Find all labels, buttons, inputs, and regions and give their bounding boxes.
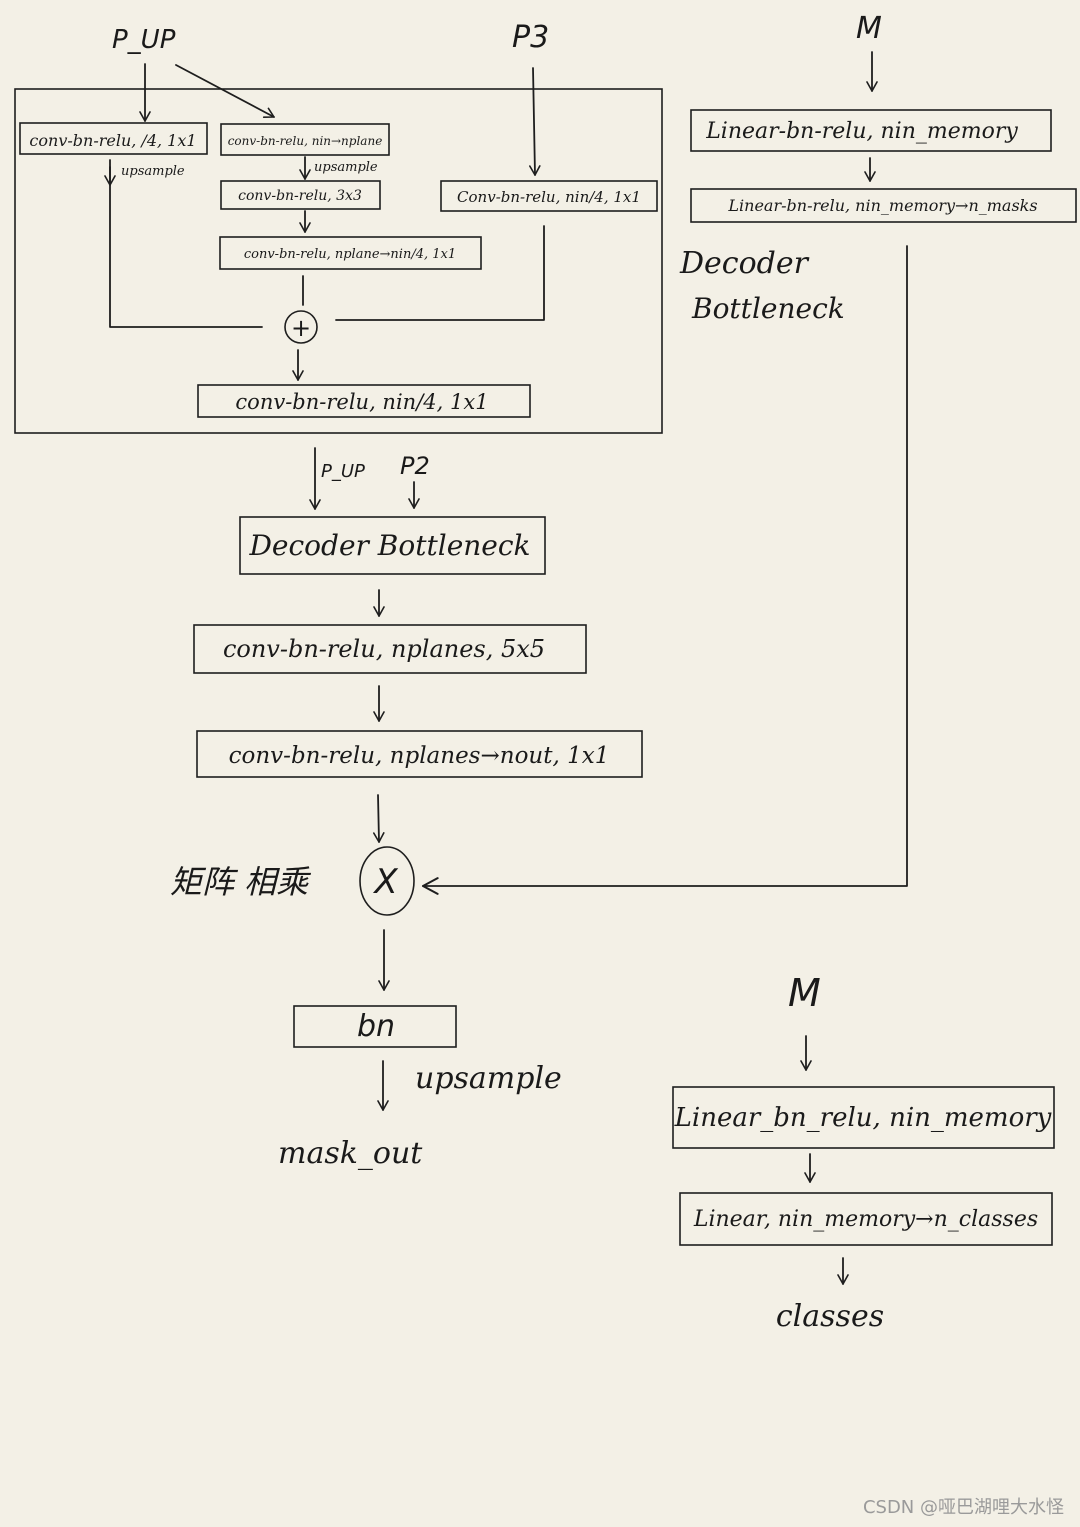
conv-1x1-label: conv-bn-relu, nplanes→nout, 1x1	[229, 743, 610, 769]
class-linear-box-1	[672, 1086, 1055, 1149]
classes-label: classes	[776, 1299, 884, 1334]
arrow-p3-to-right-conv	[529, 67, 541, 176]
bn-label: bn	[357, 1009, 395, 1044]
watermark: CSDN @哑巴湖哩大水怪	[863, 1497, 1064, 1518]
class-linear-box-1-label: Linear_bn_relu, nin_memory	[674, 1103, 1052, 1133]
upsample-main-label: upsample	[415, 1061, 562, 1096]
upsample-mid-label: upsample	[314, 160, 378, 175]
input-m-bottom-label: M	[788, 971, 821, 1015]
decoder-bottleneck-box	[239, 516, 546, 575]
input-p-up-lower-label: P_UP	[321, 461, 365, 482]
conv-box-mid-2	[220, 180, 381, 210]
conv-box-mid-1	[220, 123, 390, 156]
bn-box	[293, 1005, 457, 1048]
conv-box-mid-3-label: conv-bn-relu, nplane→nin/4, 1x1	[244, 247, 456, 262]
conv-box-mid-1-label: conv-bn-relu, nin→nplane	[228, 134, 383, 148]
input-p3-label: P3	[512, 20, 549, 55]
memory-linear-box-2-label: Linear-bn-relu, nin_memory→n_masks	[727, 196, 1037, 215]
line-left-to-plus	[109, 166, 263, 328]
bottleneck-caption-line2: Bottleneck	[691, 292, 845, 325]
bottleneck-caption-line1: Decoder	[679, 246, 810, 281]
conv-5x5-box	[193, 624, 587, 674]
line-memory-to-multiply	[421, 245, 908, 895]
multiply-sign: X	[372, 862, 398, 902]
conv-box-mid-2-label: conv-bn-relu, 3x3	[238, 188, 362, 204]
arrow-pup-to-mid-conv	[175, 64, 275, 118]
decoder-bottleneck-label: Decoder Bottleneck	[248, 529, 530, 562]
conv-1x1-box	[196, 730, 643, 778]
input-p-up-label: P_UP	[112, 25, 176, 55]
conv-5x5-label: conv-bn-relu, nplanes, 5x5	[223, 635, 545, 663]
conv-box-mid-3	[219, 236, 482, 270]
upsample-left-label: upsample	[121, 164, 185, 179]
class-linear-box-2	[679, 1192, 1053, 1246]
conv-box-right	[440, 180, 658, 212]
conv-box-out-label: conv-bn-relu, nin/4, 1x1	[235, 390, 488, 414]
input-p2-label: P2	[400, 452, 430, 480]
conv-box-left-label: conv-bn-relu, /4, 1x1	[29, 131, 196, 150]
bottleneck-container	[14, 88, 663, 434]
plus-circle	[284, 310, 318, 344]
memory-linear-box-2	[690, 188, 1077, 223]
matmul-label: 矩阵 相乘	[170, 863, 311, 901]
memory-linear-box-1	[690, 109, 1052, 152]
conv-box-out	[197, 384, 531, 418]
multiply-circle	[359, 846, 415, 916]
conv-box-right-label: Conv-bn-relu, nin/4, 1x1	[457, 188, 641, 206]
memory-linear-box-1-label: Linear-bn-relu, nin_memory	[705, 119, 1018, 144]
class-linear-box-2-label: Linear, nin_memory→n_classes	[693, 1207, 1038, 1232]
input-m-top-label: M	[856, 11, 882, 46]
mask-out-label: mask_out	[278, 1136, 423, 1171]
line-right-to-plus	[335, 225, 545, 321]
plus-sign: +	[291, 314, 311, 342]
conv-box-left	[19, 122, 208, 155]
arrow-1x1-to-multiply	[373, 794, 385, 843]
